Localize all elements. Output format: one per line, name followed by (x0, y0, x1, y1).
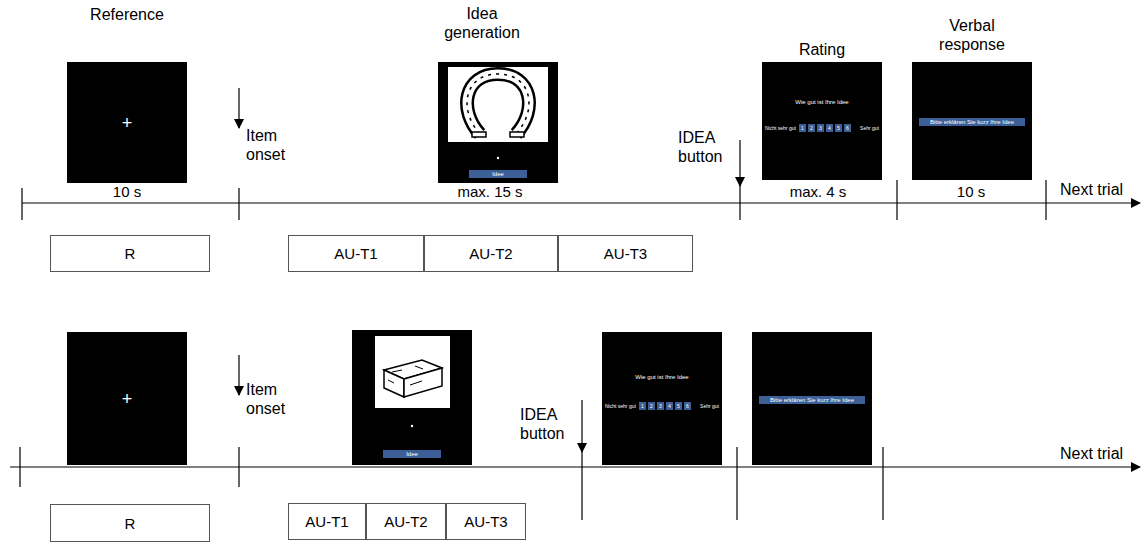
phase-label: AU-T3 (604, 245, 647, 262)
timeline-label: IDEA button (520, 405, 576, 443)
screen-text: 1 (799, 124, 806, 132)
screen-background (352, 330, 472, 465)
phase-label: R (125, 515, 136, 532)
axis-ticks (22, 180, 1046, 220)
phase-label: AU-T1 (334, 245, 377, 262)
screen-frame: Bitte erklären Sie kurz Ihre Idee (752, 332, 872, 465)
phase-label: AU-T3 (464, 513, 507, 530)
picture-frame (375, 336, 450, 408)
screen-text: 1 (639, 402, 646, 410)
timeline-label: Next trial (1060, 180, 1144, 199)
screen-background (438, 62, 558, 183)
screen-text: 6 (844, 124, 851, 132)
button-arrow (581, 400, 582, 452)
screen-frame: Wie gut ist Ihre IdeeNicht sehr gut12345… (602, 332, 722, 465)
screen-text: Nicht sehr gut (605, 403, 636, 409)
screen-background (912, 62, 1032, 180)
phase-label: AU-T2 (384, 513, 427, 530)
fixation-dot (411, 425, 413, 427)
screen-text: 2 (808, 124, 815, 132)
phase-box: AU-T3 (446, 503, 526, 540)
onset-arrow (238, 355, 239, 395)
phase-box: R (50, 504, 210, 542)
screen-text: Wie gut ist Ihre Idee (603, 373, 721, 381)
screen-text: 4 (826, 124, 833, 132)
fixation-dot (497, 157, 499, 159)
screen-text: 2 (648, 402, 655, 410)
phase-box: AU-T3 (558, 235, 693, 272)
phase-box: AU-T1 (288, 503, 366, 540)
phase-box: AU-T2 (424, 235, 558, 272)
screen-text: Idee (469, 170, 527, 178)
button-arrow (739, 140, 740, 186)
screen-text: 5 (835, 124, 842, 132)
screen-frame: + (67, 332, 187, 465)
screen-frame: + (67, 62, 187, 183)
screen-frame: Bitte erklären Sie kurz Ihre Idee (912, 62, 1032, 180)
screen-frame: Wie gut ist Ihre IdeeNicht sehr gut12345… (762, 62, 882, 180)
timeline-label: Reference (62, 5, 192, 24)
screen-text: Nicht sehr gut (765, 125, 796, 131)
screen-text: Sehr gut (860, 125, 879, 131)
screen-background (67, 62, 187, 183)
timeline-label: 10 s (931, 183, 1011, 201)
screen-background (602, 332, 722, 465)
timeline-label: max. 15 s (430, 183, 550, 201)
screen-text: Bitte erklären Sie kurz Ihre Idee (919, 118, 1025, 126)
timeline-label: max. 4 s (768, 183, 868, 201)
screen-text: 6 (684, 402, 691, 410)
screen-background (762, 62, 882, 180)
phase-label: AU-T2 (469, 245, 512, 262)
time-axis (10, 466, 1140, 467)
timeline-label: Item onset (246, 380, 308, 418)
horseshoe-picture (467, 74, 529, 137)
timeline-label: Next trial (1060, 444, 1144, 463)
screen-frame: Idee (352, 330, 472, 465)
screen-text: + (68, 113, 186, 133)
screen-background (752, 332, 872, 465)
screen-text: Idee (383, 450, 441, 458)
screen-text: 3 (817, 124, 824, 132)
screen-text: 5 (675, 402, 682, 410)
phase-label: AU-T1 (305, 513, 348, 530)
phase-box: AU-T1 (288, 235, 424, 272)
timeline-label: Verbal response (922, 16, 1022, 54)
phase-label: R (125, 245, 136, 262)
brick-picture (384, 360, 442, 397)
timeline-label: 10 s (87, 183, 167, 201)
picture-frame (448, 67, 548, 142)
screen-text: 3 (657, 402, 664, 410)
screen-text: + (68, 389, 186, 409)
timeline-label: Rating (777, 40, 867, 59)
timeline-label: IDEA button (678, 128, 734, 166)
screen-background (67, 332, 187, 465)
screen-text: Sehr gut (700, 403, 719, 409)
timeline-label: Item onset (246, 126, 308, 164)
time-axis (22, 202, 1140, 203)
phase-box: AU-T2 (366, 503, 446, 540)
screen-text: 4 (666, 402, 673, 410)
onset-arrow (238, 88, 239, 128)
screen-frame: Idee (438, 62, 558, 183)
screen-text: Bitte erklären Sie kurz Ihre Idee (759, 396, 865, 404)
timeline-label: Idea generation (432, 4, 532, 42)
screen-text: Wie gut ist Ihre Idee (763, 98, 881, 106)
phase-box: R (50, 235, 210, 272)
